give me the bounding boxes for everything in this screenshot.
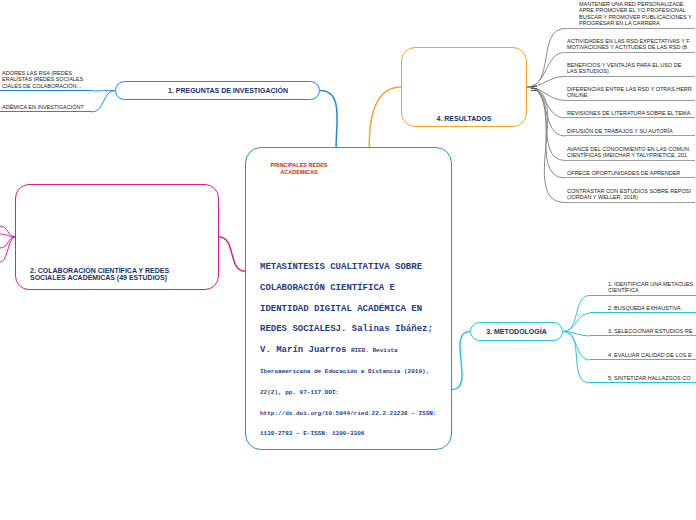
hub-icon [531, 86, 537, 91]
leaf-topic: 1. IDENTIFICAR UNA METACUES CIENTÍFICA [590, 281, 696, 296]
node-title: ADORES LAS RSA (REDES ERALISTAS (REDES S… [2, 70, 90, 89]
node-title: 5. SINTETIZAR HALLAZGOS CO [608, 375, 694, 381]
connector [219, 237, 245, 271]
leaf-topic: 3. SELECCIONAR ESTUDIOS RE [590, 328, 696, 336]
connector [563, 295, 590, 331]
node-title: DIFUSIÓN DE TRABAJOS Y SU AUTORÍA [567, 128, 693, 134]
node-title: 1. IDENTIFICAR UNA METACUES CIENTÍFICA [608, 281, 694, 294]
leaf-topic: MANTENER UNA RED PERSONALIZADE APRE PROM… [565, 1, 695, 29]
leaf-topic: AVANCE DEL CONOCIMIENTO EN LAS COMUN CIE… [565, 146, 695, 161]
topic-box: 4. RESULTADOS [401, 47, 527, 127]
leaf-topic: ACTIVIDADES EN LAS RSD:EXPECTATIVAS Y F … [565, 38, 695, 53]
node-title: 4. RESULTADOS [408, 115, 520, 122]
node-title: 1. PREGUNTAS DE INVESTIGACIÓN [168, 87, 311, 94]
node-title: OFRECE OPORTUNIDADES DE APRENDER [567, 170, 693, 176]
connector [320, 91, 337, 148]
node-title: 3. METODOLOGÍA [475, 328, 558, 335]
node-title: BENEFICIOS Y VENTAJAS PARA EL USO DE LAS… [567, 62, 693, 75]
leaf-topic: 2. BUSQUEDA EXHAUSTIVA [590, 305, 696, 313]
connector [92, 91, 115, 112]
topic-box: 2. COLABORACIÓN CIENTÍFICA Y REDES SOCIA… [15, 184, 219, 290]
connector [527, 28, 565, 87]
node-title: CONTRASTAR CON ESTUDIOS SOBRE REPOSI (JO… [567, 188, 693, 201]
central-topic: METASÍNTESIS CUALITATIVA SOBRE COLABORAC… [245, 147, 452, 450]
node-title: DIFERENCIAS ENTRE LAS RSD Y OTRAS HERR O… [567, 86, 693, 99]
leaf-topic: CONTRASTAR CON ESTUDIOS SOBRE REPOSI (JO… [565, 188, 695, 203]
leaf-topic: BENEFICIOS Y VENTAJAS PARA EL USO DE LAS… [565, 62, 695, 77]
thumbnail-title: PRINCIPALES REDES ACADEMICAS [270, 162, 328, 175]
connector [527, 52, 565, 87]
leaf-topic: ADÉMICA EN INVESTIGACIÓN? [0, 104, 92, 112]
connector [563, 313, 590, 332]
node-title: 4. EVALUAR CALIDAD DE LOS E [608, 352, 694, 358]
node-title: ADÉMICA EN INVESTIGACIÓN? [2, 104, 90, 110]
node-title: 2. BUSQUEDA EXHAUSTIVA [608, 305, 694, 311]
leaf-topic: REVISIONES DE LITERATURA SOBRE EL TEMA [565, 110, 695, 118]
node-body: RIED. Revista Iberoamericana de Educació… [260, 347, 436, 437]
node-title: MANTENER UNA RED PERSONALIZADE APRE PROM… [579, 1, 693, 27]
connector [563, 332, 590, 383]
connector [369, 87, 401, 147]
leaf-topic: ADORES LAS RSA (REDES ERALISTAS (REDES S… [0, 70, 92, 91]
leaf-topic: 4. EVALUAR CALIDAD DE LOS E [590, 352, 696, 360]
node-title: REVISIONES DE LITERATURA SOBRE EL TEMA [567, 110, 693, 116]
spacer [346, 338, 350, 355]
leaf-topic: DIFERENCIAS ENTRE LAS RSD Y OTRAS HERR O… [565, 86, 695, 101]
node-title: 3. SELECCIONAR ESTUDIOS RE [608, 328, 694, 334]
topic-pill: 3. METODOLOGÍA [470, 322, 563, 341]
topic-pill: 1. PREGUNTAS DE INVESTIGACIÓN [115, 81, 320, 100]
connector [452, 332, 470, 390]
connector [527, 87, 565, 100]
leaf-topic: OFRECE OPORTUNIDADES DE APRENDER [565, 170, 695, 178]
node-title: ACTIVIDADES EN LAS RSD:EXPECTATIVAS Y F … [567, 38, 693, 51]
node-title: 2. COLABORACIÓN CIENTÍFICA Y REDES SOCIA… [30, 267, 204, 281]
node-title: AVANCE DEL CONOCIMIENTO EN LAS COMUN CIE… [567, 146, 693, 159]
connector [527, 87, 565, 202]
leaf-topic: DIFUSIÓN DE TRABAJOS Y SU AUTORÍA [565, 128, 695, 136]
node-title: METASÍNTESIS CUALITATIVA SOBRE COLABORAC… [260, 262, 433, 355]
leaf-topic: 5. SINTETIZAR HALLAZGOS CO [590, 375, 696, 383]
connector [527, 76, 565, 87]
